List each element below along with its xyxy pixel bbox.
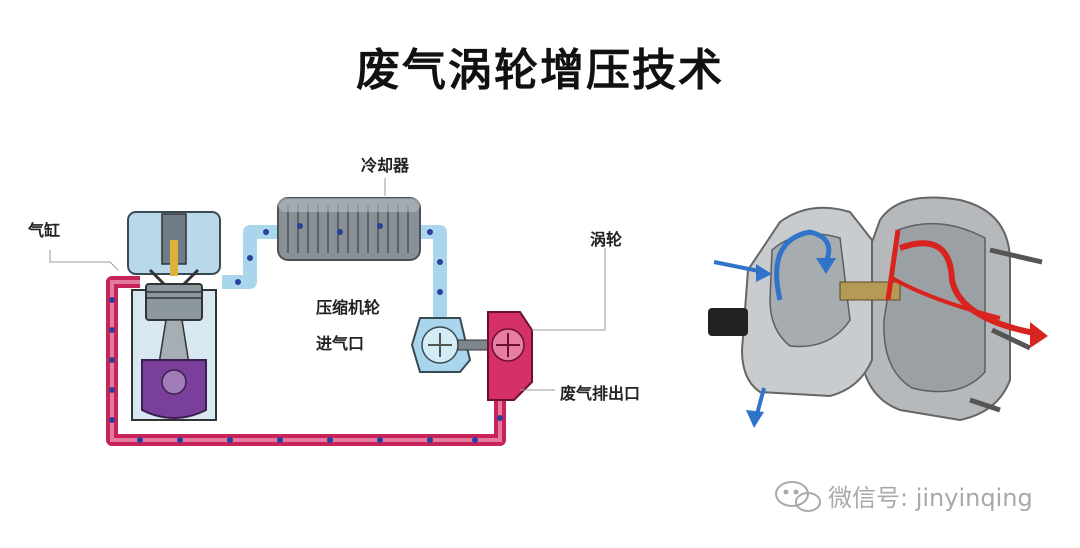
label-cooler: 冷却器 (361, 156, 410, 175)
intercooler (277, 197, 421, 261)
label-intake: 进气口 (316, 334, 365, 353)
diagram-title: 废气涡轮增压技术 (356, 45, 724, 96)
watermark-text: 微信号: jinyinqing (828, 484, 1033, 512)
wechat-logo (775, 481, 821, 512)
label-turbine: 涡轮 (590, 230, 623, 249)
leader-lines (49, 178, 606, 391)
intake-flow-dots (235, 223, 443, 295)
exhaust-flow-dots (109, 297, 503, 443)
label-exhaust-outlet: 废气排出口 (560, 384, 641, 403)
turbocharger-cutaway (708, 196, 1048, 428)
label-compressor: 压缩机轮 (316, 298, 381, 317)
engine-cylinder (127, 211, 221, 421)
turbine-housing (487, 311, 533, 401)
label-cylinder: 气缸 (28, 221, 61, 240)
compressor-housing (410, 317, 472, 373)
